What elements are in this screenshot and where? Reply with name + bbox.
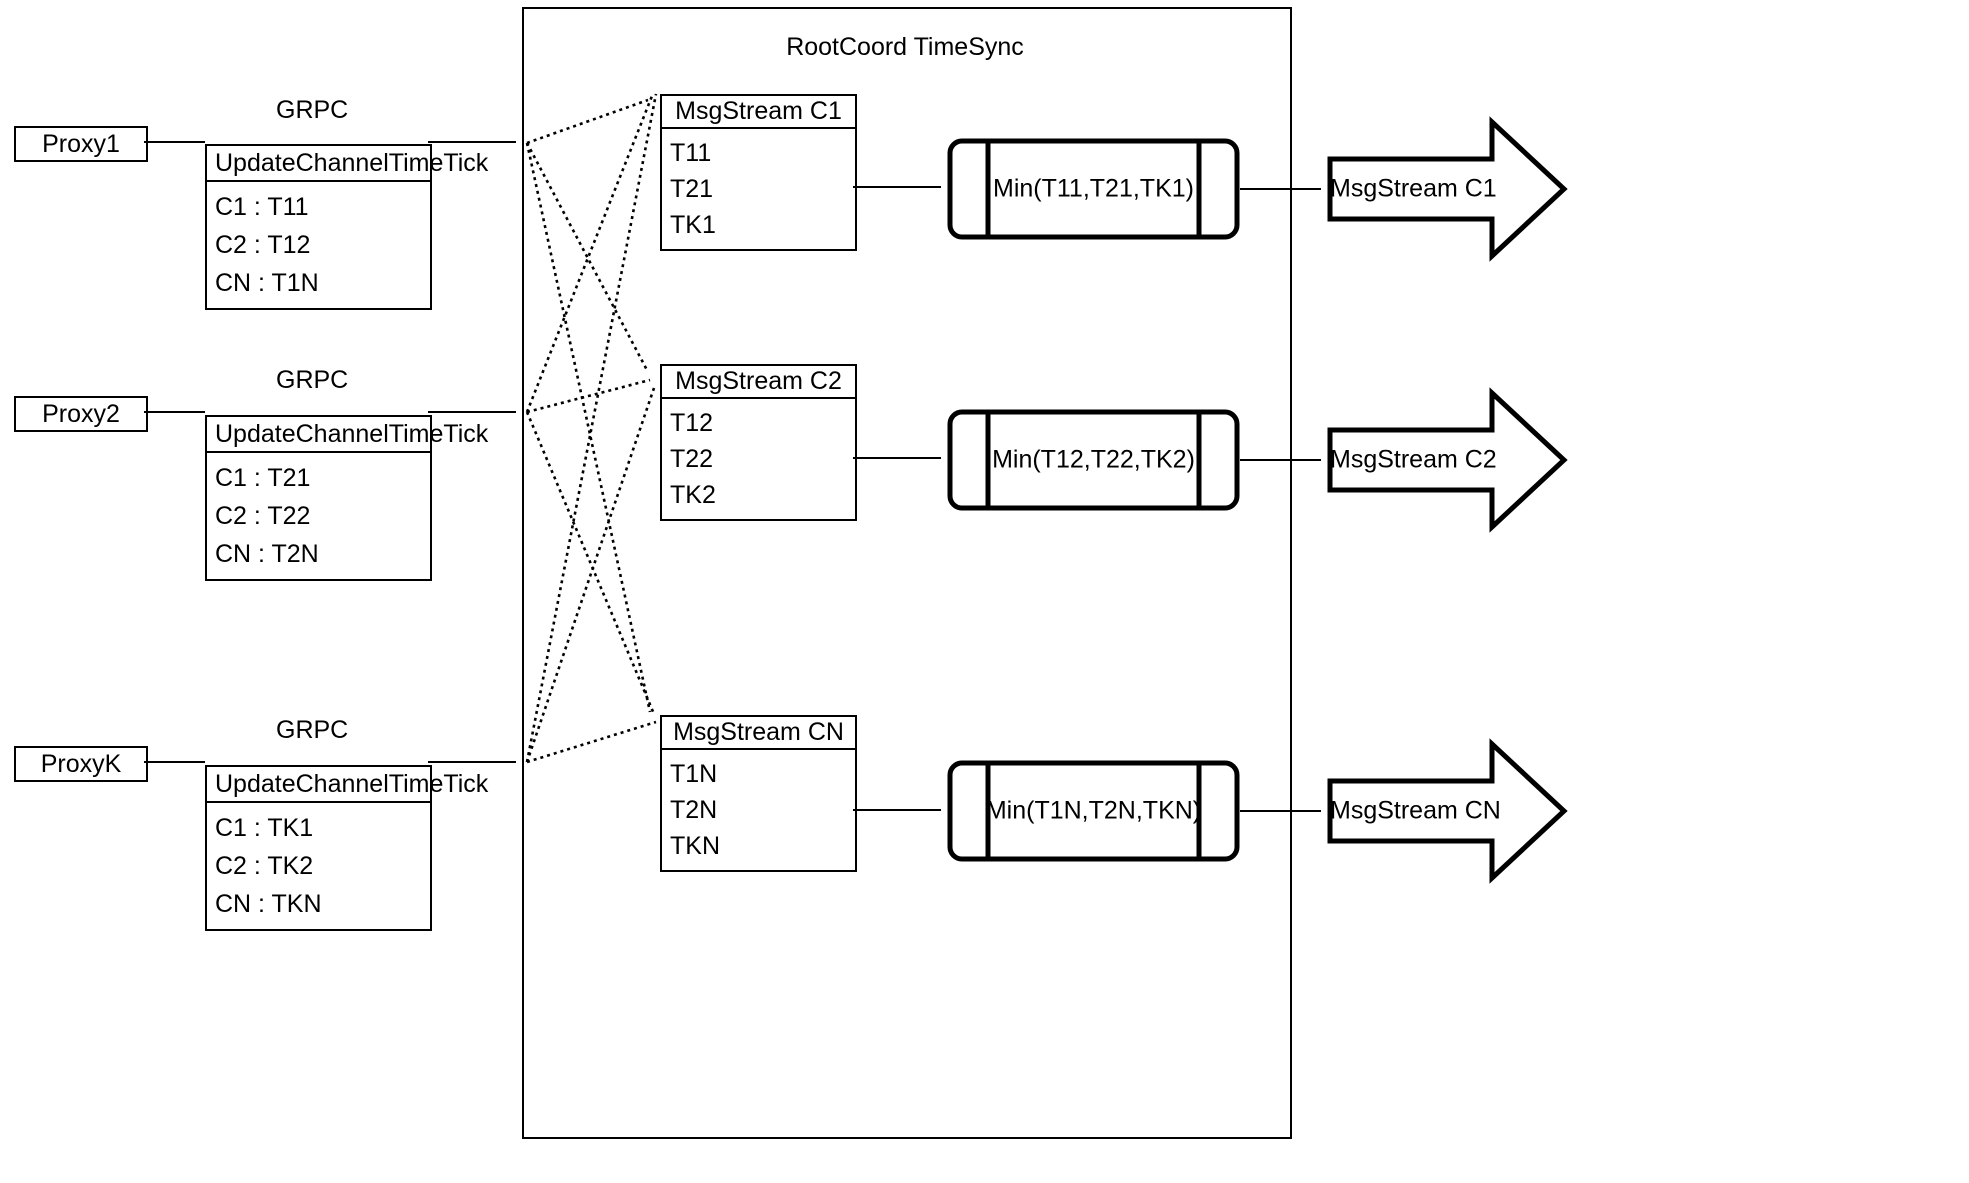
msgstream-row: T21 — [670, 174, 714, 203]
proxy-node-1[interactable]: Proxy1 — [14, 126, 148, 162]
min-process-1: Min(T11,T21,TK1) — [947, 138, 1240, 240]
proxy-node-2[interactable]: Proxy2 — [14, 396, 148, 432]
min-process-2: Min(T12,T22,TK2) — [947, 409, 1240, 511]
msgstream-box-2: MsgStream C2 T12 T22 TK2 — [660, 364, 857, 521]
msgstream-header: MsgStream C2 — [662, 366, 855, 399]
table-row: C2 : TK2 — [215, 851, 314, 880]
table-row: CN : T2N — [215, 539, 319, 568]
table-header: UpdateChannelTimeTick — [207, 146, 488, 182]
msgstream-row: T2N — [670, 795, 718, 824]
update-channel-timetick-table-2: UpdateChannelTimeTick C1 : T21 C2 : T22 … — [205, 415, 488, 581]
output-msgstream-arrow-1: MsgStream C1 — [1327, 116, 1568, 262]
table-row: CN : T1N — [215, 268, 319, 297]
msgstream-header: MsgStream CN — [662, 717, 855, 750]
msgstream-row: TKN — [670, 831, 720, 860]
table-body: C1 : T11 C2 : T12 CN : T1N — [207, 182, 430, 308]
grpc-label-2: GRPC — [276, 366, 349, 394]
proxy-node-label: Proxy1 — [42, 129, 120, 158]
table-row: C2 : T22 — [215, 501, 311, 530]
msgstream-row: T12 — [670, 408, 714, 437]
msgstream-row: T22 — [670, 444, 714, 473]
msgstream-row: TK2 — [670, 480, 716, 509]
table-body: C1 : TK1 C2 : TK2 CN : TKN — [207, 803, 430, 929]
output-msgstream-arrow-2: MsgStream C2 — [1327, 387, 1568, 533]
grpc-label-3: GRPC — [276, 716, 349, 744]
msgstream-row: TK1 — [670, 210, 716, 239]
table-row: C1 : TK1 — [215, 813, 314, 842]
table-row: CN : TKN — [215, 889, 322, 918]
min-process-3: Min(T1N,T2N,TKN) — [947, 760, 1240, 862]
update-channel-timetick-table-1: UpdateChannelTimeTick C1 : T11 C2 : T12 … — [205, 144, 488, 310]
table-body: C1 : T21 C2 : T22 CN : T2N — [207, 453, 430, 579]
table-row: C2 : T12 — [215, 230, 311, 259]
msgstream-body: T11 T21 TK1 — [662, 129, 855, 249]
msgstream-row: T11 — [670, 138, 712, 167]
msgstream-header: MsgStream C1 — [662, 96, 855, 129]
proxy-node-3[interactable]: ProxyK — [14, 746, 148, 782]
msgstream-box-3: MsgStream CN T1N T2N TKN — [660, 715, 857, 872]
msgstream-body: T1N T2N TKN — [662, 750, 855, 870]
output-msgstream-arrow-3: MsgStream CN — [1327, 738, 1568, 884]
proxy-node-label: Proxy2 — [42, 399, 120, 428]
rootcoord-timesync-title: RootCoord TimeSync — [786, 33, 1024, 61]
msgstream-body: T12 T22 TK2 — [662, 399, 855, 519]
rootcoord-timesync-container — [522, 7, 1292, 1139]
msgstream-row: T1N — [670, 759, 718, 788]
table-header: UpdateChannelTimeTick — [207, 767, 488, 803]
table-row: C1 : T21 — [215, 463, 311, 492]
grpc-label-1: GRPC — [276, 96, 349, 124]
msgstream-box-1: MsgStream C1 T11 T21 TK1 — [660, 94, 857, 251]
update-channel-timetick-table-3: UpdateChannelTimeTick C1 : TK1 C2 : TK2 … — [205, 765, 488, 931]
table-header: UpdateChannelTimeTick — [207, 417, 488, 453]
table-row: C1 : T11 — [215, 192, 309, 221]
proxy-node-label: ProxyK — [40, 749, 122, 778]
